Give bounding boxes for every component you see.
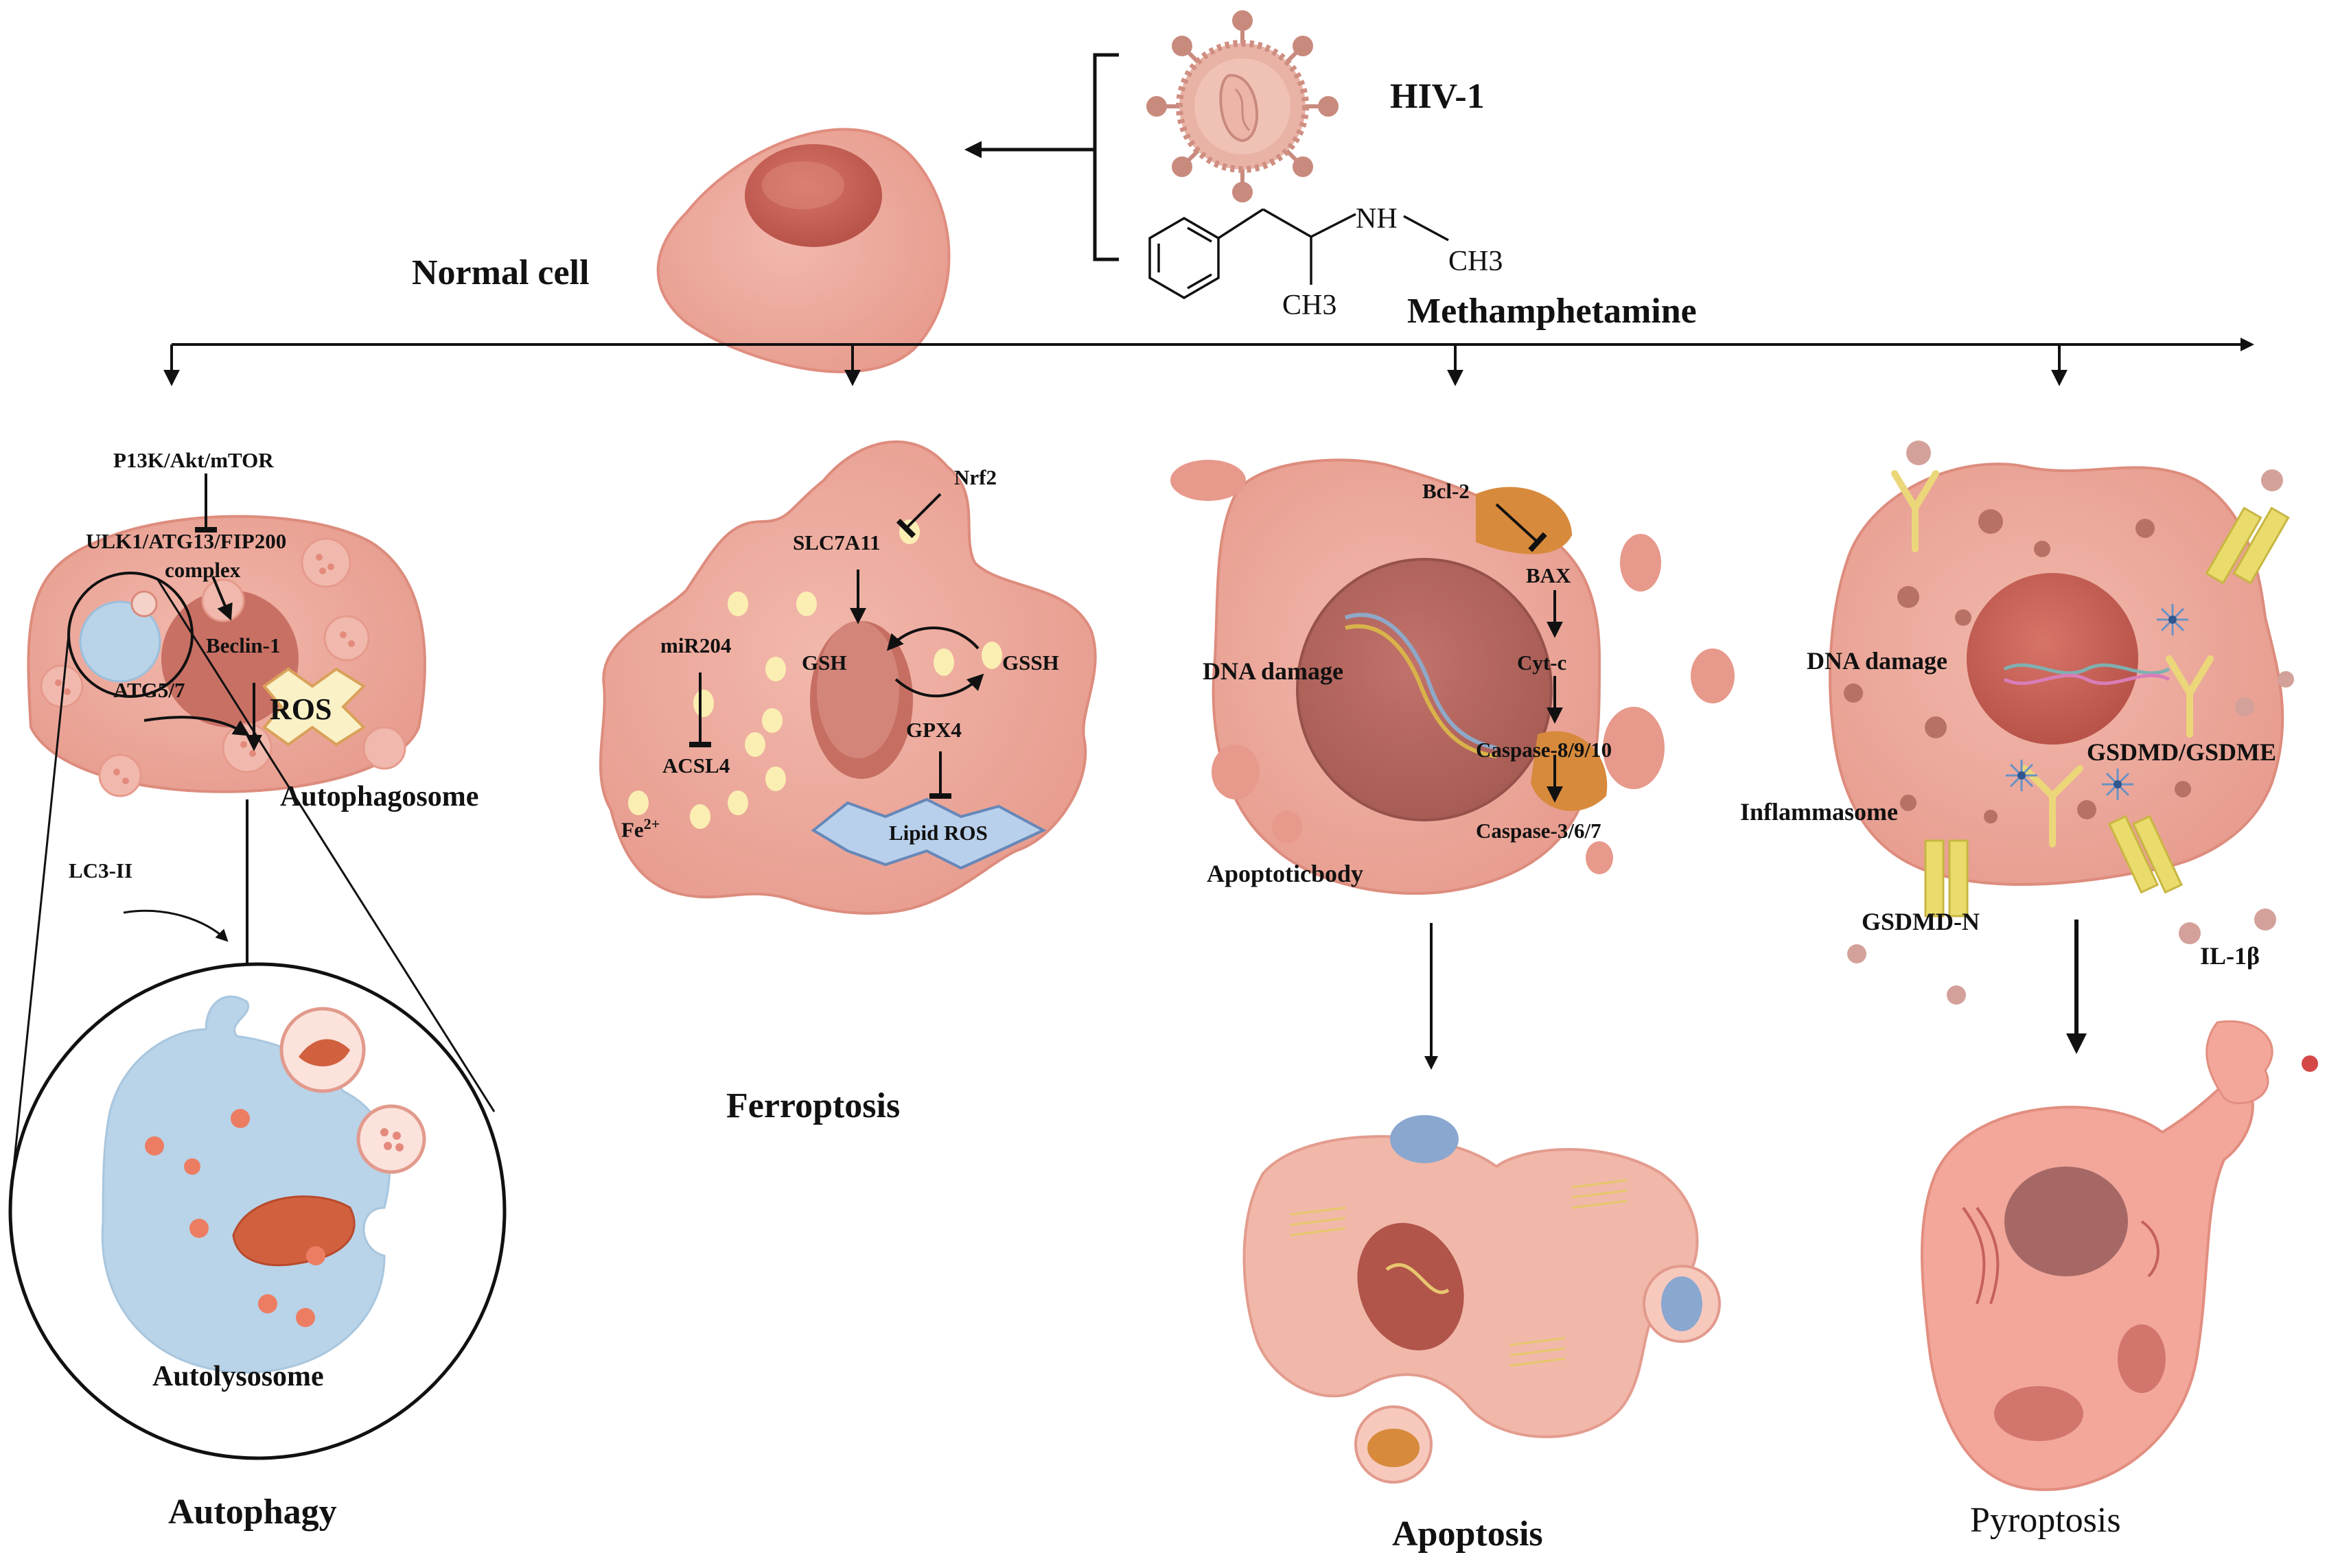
mitochondrion-in-autolysosome	[232, 1195, 356, 1267]
apoptotic-body-label: Apoptoticbody	[1207, 860, 1364, 887]
pyroptosis-nucleus	[1967, 573, 2138, 745]
normal-cell-label: Normal cell	[412, 253, 590, 292]
inflammasome-label: Inflammasome	[1740, 798, 1898, 826]
methamphetamine-label: Methamphetamine	[1407, 292, 1697, 331]
gssh-label: GSSH	[1002, 651, 1059, 675]
complex-label: complex	[165, 558, 241, 582]
cytc-label: Cyt-c	[1517, 651, 1567, 675]
dna-strand	[1345, 613, 1497, 750]
hiv-label: HIV-1	[1390, 77, 1485, 116]
autophagy-title: Autophagy	[168, 1493, 337, 1532]
pyroptosis-cell	[1829, 441, 2294, 1054]
apoptosis-title: Apoptosis	[1392, 1514, 1543, 1554]
apoptosis-dna-damage-label: DNA damage	[1203, 657, 1343, 685]
hiv-virus-icon	[1146, 10, 1339, 202]
gsdmd-gsdme-label: GSDMD/GSDME	[2087, 738, 2277, 766]
caspase-8-label: Caspase-8/9/10	[1476, 738, 1612, 762]
lipid-ros-label: Lipid ROS	[889, 821, 988, 845]
gpx4-label: GPX4	[906, 718, 962, 742]
nh-label: NH	[1356, 203, 1398, 235]
fe-label: Fe2+	[621, 815, 660, 842]
methamphetamine-structure	[1148, 208, 1449, 300]
mir204-label: miR204	[660, 633, 732, 657]
ros-label: ROS	[270, 692, 332, 726]
bracket	[1093, 53, 1119, 261]
ulk1-label: ULK1/ATG13/FIP200	[86, 529, 287, 553]
nrf2-label: Nrf2	[954, 465, 997, 489]
pi3k-label: P13K/Akt/mTOR	[113, 448, 274, 472]
apoptotic-body	[1242, 1115, 1721, 1484]
branch-arrows	[163, 338, 2254, 386]
fe-superscript: 2+	[643, 815, 660, 832]
autophagy-nucleus	[161, 590, 299, 727]
bcl2-label: Bcl-2	[1422, 479, 1470, 503]
il1b-label: IL-1β	[2200, 942, 2260, 970]
bax-label: BAX	[1526, 563, 1571, 587]
lc3-label: LC3-II	[69, 858, 133, 882]
atg-label: ATG5/7	[113, 678, 185, 702]
ferroptosis-cell	[599, 440, 1097, 915]
beclin-label: Beclin-1	[206, 633, 281, 657]
gsh-label: GSH	[802, 651, 847, 675]
ch3-right-label: CH3	[1448, 246, 1503, 277]
slc7a11-label: SLC7A11	[793, 530, 881, 554]
ros-star	[262, 667, 367, 747]
caspase-3-label: Caspase-3/6/7	[1476, 819, 1601, 843]
autolysosome-zoom	[8, 962, 507, 1460]
autolysosome-label: Autolysosome	[152, 1361, 324, 1392]
pyroptosis-dna-damage-label: DNA damage	[1807, 647, 1947, 675]
autophagy-cell	[12, 473, 496, 1167]
pyroptotic-cell	[1921, 1020, 2318, 1491]
acsl4-label: ACSL4	[662, 753, 730, 777]
apoptosis-cell	[1170, 458, 1735, 1070]
normal-cell	[656, 128, 951, 373]
ch3-bottom-label: CH3	[1282, 290, 1337, 321]
pyroptosis-title: Pyroptosis	[1970, 1501, 2121, 1540]
fe-text: Fe	[621, 817, 644, 842]
autophagosome-label: Autophagosome	[280, 781, 479, 812]
gsdmd-n-label: GSDMD-N	[1862, 908, 1980, 935]
ferroptosis-title: Ferroptosis	[726, 1086, 901, 1125]
lipid-ros-star	[811, 797, 1047, 870]
